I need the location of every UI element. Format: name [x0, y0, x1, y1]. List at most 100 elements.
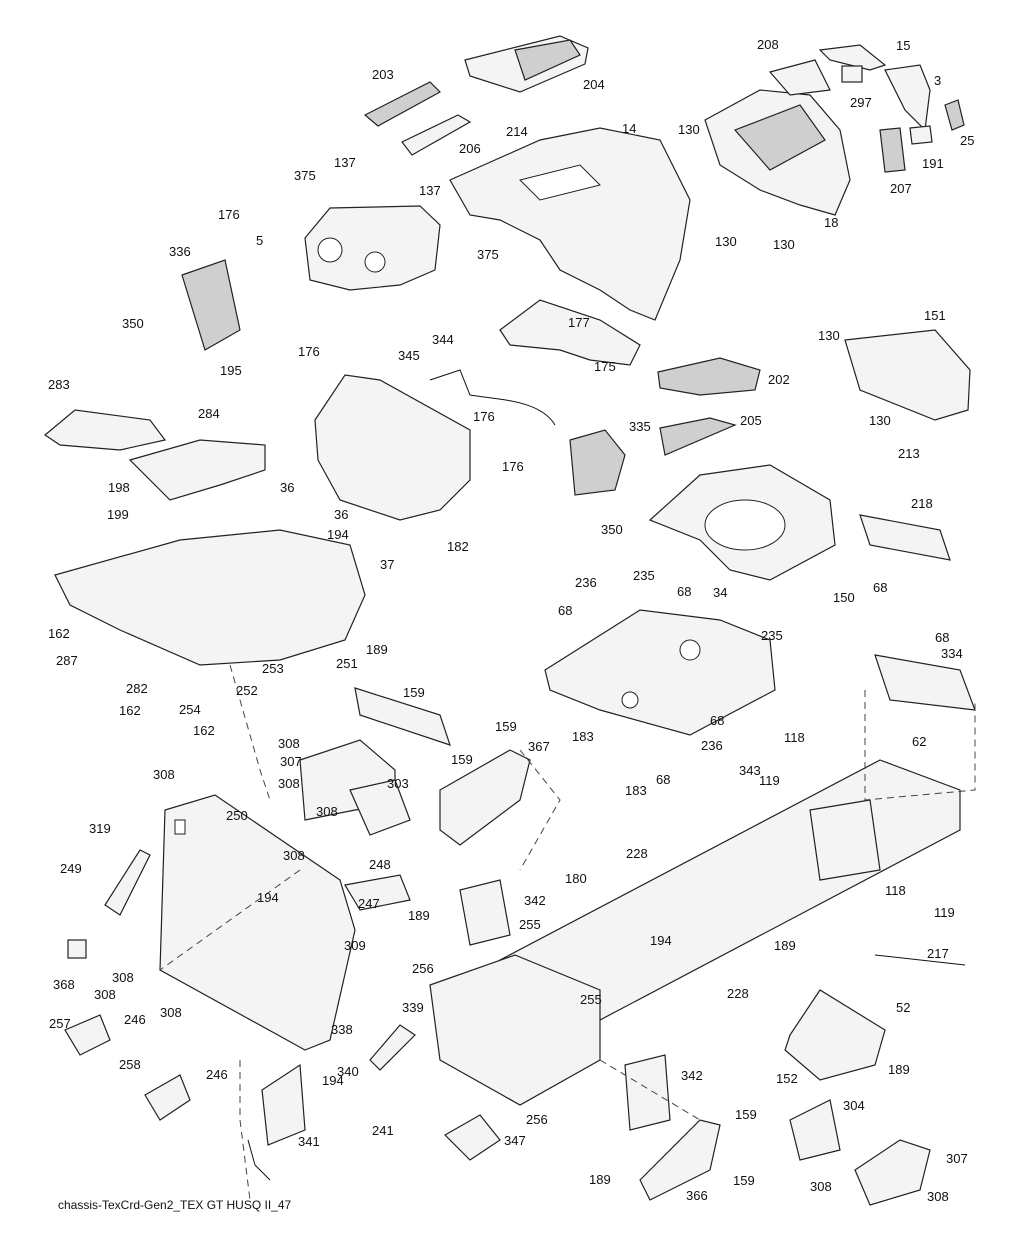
- callout-label: 182: [447, 539, 469, 554]
- part-drawing: [859, 514, 951, 561]
- part-drawing: [844, 329, 971, 421]
- callout-label: 213: [898, 446, 920, 461]
- part-drawing: [247, 1139, 271, 1181]
- callout-label: 18: [824, 215, 838, 230]
- part-drawing: [459, 879, 511, 946]
- part-drawings: [43, 35, 976, 1206]
- callout-label: 52: [896, 1000, 910, 1015]
- part-drawing: [344, 874, 411, 911]
- callout-label: 308: [94, 987, 116, 1002]
- assembly-line: [159, 869, 301, 971]
- callout-label: 62: [912, 734, 926, 749]
- part-drawing: [363, 81, 441, 127]
- callout-label: 250: [226, 808, 248, 823]
- callout-label: 341: [298, 1134, 320, 1149]
- part-drawing: [879, 127, 906, 173]
- callout-label: 340: [337, 1064, 359, 1079]
- part-drawing: [544, 609, 776, 736]
- callout-label: 256: [412, 961, 434, 976]
- part-drawing: [884, 64, 931, 132]
- callout-label: 206: [459, 141, 481, 156]
- callout-label: 287: [56, 653, 78, 668]
- part-drawing: [854, 1139, 931, 1206]
- part-drawing: [909, 125, 933, 145]
- callout-label: 189: [366, 642, 388, 657]
- assembly-line: [864, 690, 976, 801]
- callout-label: 350: [601, 522, 623, 537]
- callout-label: 319: [89, 821, 111, 836]
- callout-label: 194: [327, 527, 349, 542]
- callout-label: 309: [344, 938, 366, 953]
- part-drawing: [499, 299, 641, 366]
- callout-label: 303: [387, 776, 409, 791]
- callout-label: 159: [495, 719, 517, 734]
- callout-label: 194: [257, 890, 279, 905]
- callout-label: 350: [122, 316, 144, 331]
- part-drawing: [621, 691, 639, 709]
- part-drawing: [128, 439, 266, 501]
- callout-label: 375: [477, 247, 499, 262]
- callout-label: 130: [818, 328, 840, 343]
- callout-label: 68: [558, 603, 572, 618]
- callout-label: 208: [757, 37, 779, 52]
- callout-label: 176: [218, 207, 240, 222]
- assembly-line: [239, 1060, 251, 1201]
- part-drawing: [874, 654, 976, 711]
- callout-label: 218: [911, 496, 933, 511]
- callout-label: 118: [885, 883, 906, 898]
- part-drawing: [818, 44, 887, 71]
- part-drawing: [679, 639, 701, 661]
- part-drawing: [104, 849, 151, 916]
- callout-label: 345: [398, 348, 420, 363]
- part-drawing: [874, 954, 966, 966]
- callout-label: 176: [502, 459, 524, 474]
- part-drawing: [704, 499, 786, 551]
- part-drawing: [429, 369, 556, 426]
- callout-label: 175: [594, 359, 616, 374]
- part-drawing: [174, 819, 186, 835]
- callout-label: 159: [403, 685, 425, 700]
- callout-label: 34: [713, 585, 727, 600]
- callout-label: 308: [278, 736, 300, 751]
- callout-label: 283: [48, 377, 70, 392]
- part-drawing: [159, 794, 356, 1051]
- callout-label: 3: [934, 73, 941, 88]
- callout-label: 15: [896, 38, 910, 53]
- callout-label: 251: [336, 656, 358, 671]
- callout-label: 14: [622, 121, 636, 136]
- callout-label: 254: [179, 702, 201, 717]
- callout-label: 308: [316, 804, 338, 819]
- callout-label: 308: [160, 1005, 182, 1020]
- callout-label: 162: [193, 723, 215, 738]
- callout-label: 334: [941, 646, 963, 661]
- part-drawing: [261, 1063, 306, 1146]
- callout-label: 119: [934, 905, 955, 920]
- callout-label: 177: [568, 315, 590, 330]
- callout-label: 183: [572, 729, 594, 744]
- callout-label: 68: [710, 713, 724, 728]
- callout-label: 162: [119, 703, 141, 718]
- part-drawing: [43, 409, 167, 451]
- callout-label: 342: [524, 893, 546, 908]
- callout-label: 37: [380, 557, 394, 572]
- callout-label: 344: [432, 332, 454, 347]
- callout-label: 335: [629, 419, 651, 434]
- callout-label: 137: [419, 183, 441, 198]
- callout-label: 199: [107, 507, 129, 522]
- callout-label: 162: [48, 626, 70, 641]
- callout-label: 203: [372, 67, 394, 82]
- callout-label: 176: [473, 409, 495, 424]
- callout-label: 257: [49, 1016, 71, 1031]
- part-drawing: [317, 237, 343, 263]
- callout-label: 342: [681, 1068, 703, 1083]
- callout-label: 347: [504, 1133, 526, 1148]
- part-drawing: [304, 205, 441, 291]
- callout-label: 130: [715, 234, 737, 249]
- callout-label: 152: [776, 1071, 798, 1086]
- callout-label: 368: [53, 977, 75, 992]
- part-drawing: [439, 749, 531, 846]
- part-drawing: [733, 104, 826, 171]
- callout-label: 189: [888, 1062, 910, 1077]
- callout-label: 343: [739, 763, 761, 778]
